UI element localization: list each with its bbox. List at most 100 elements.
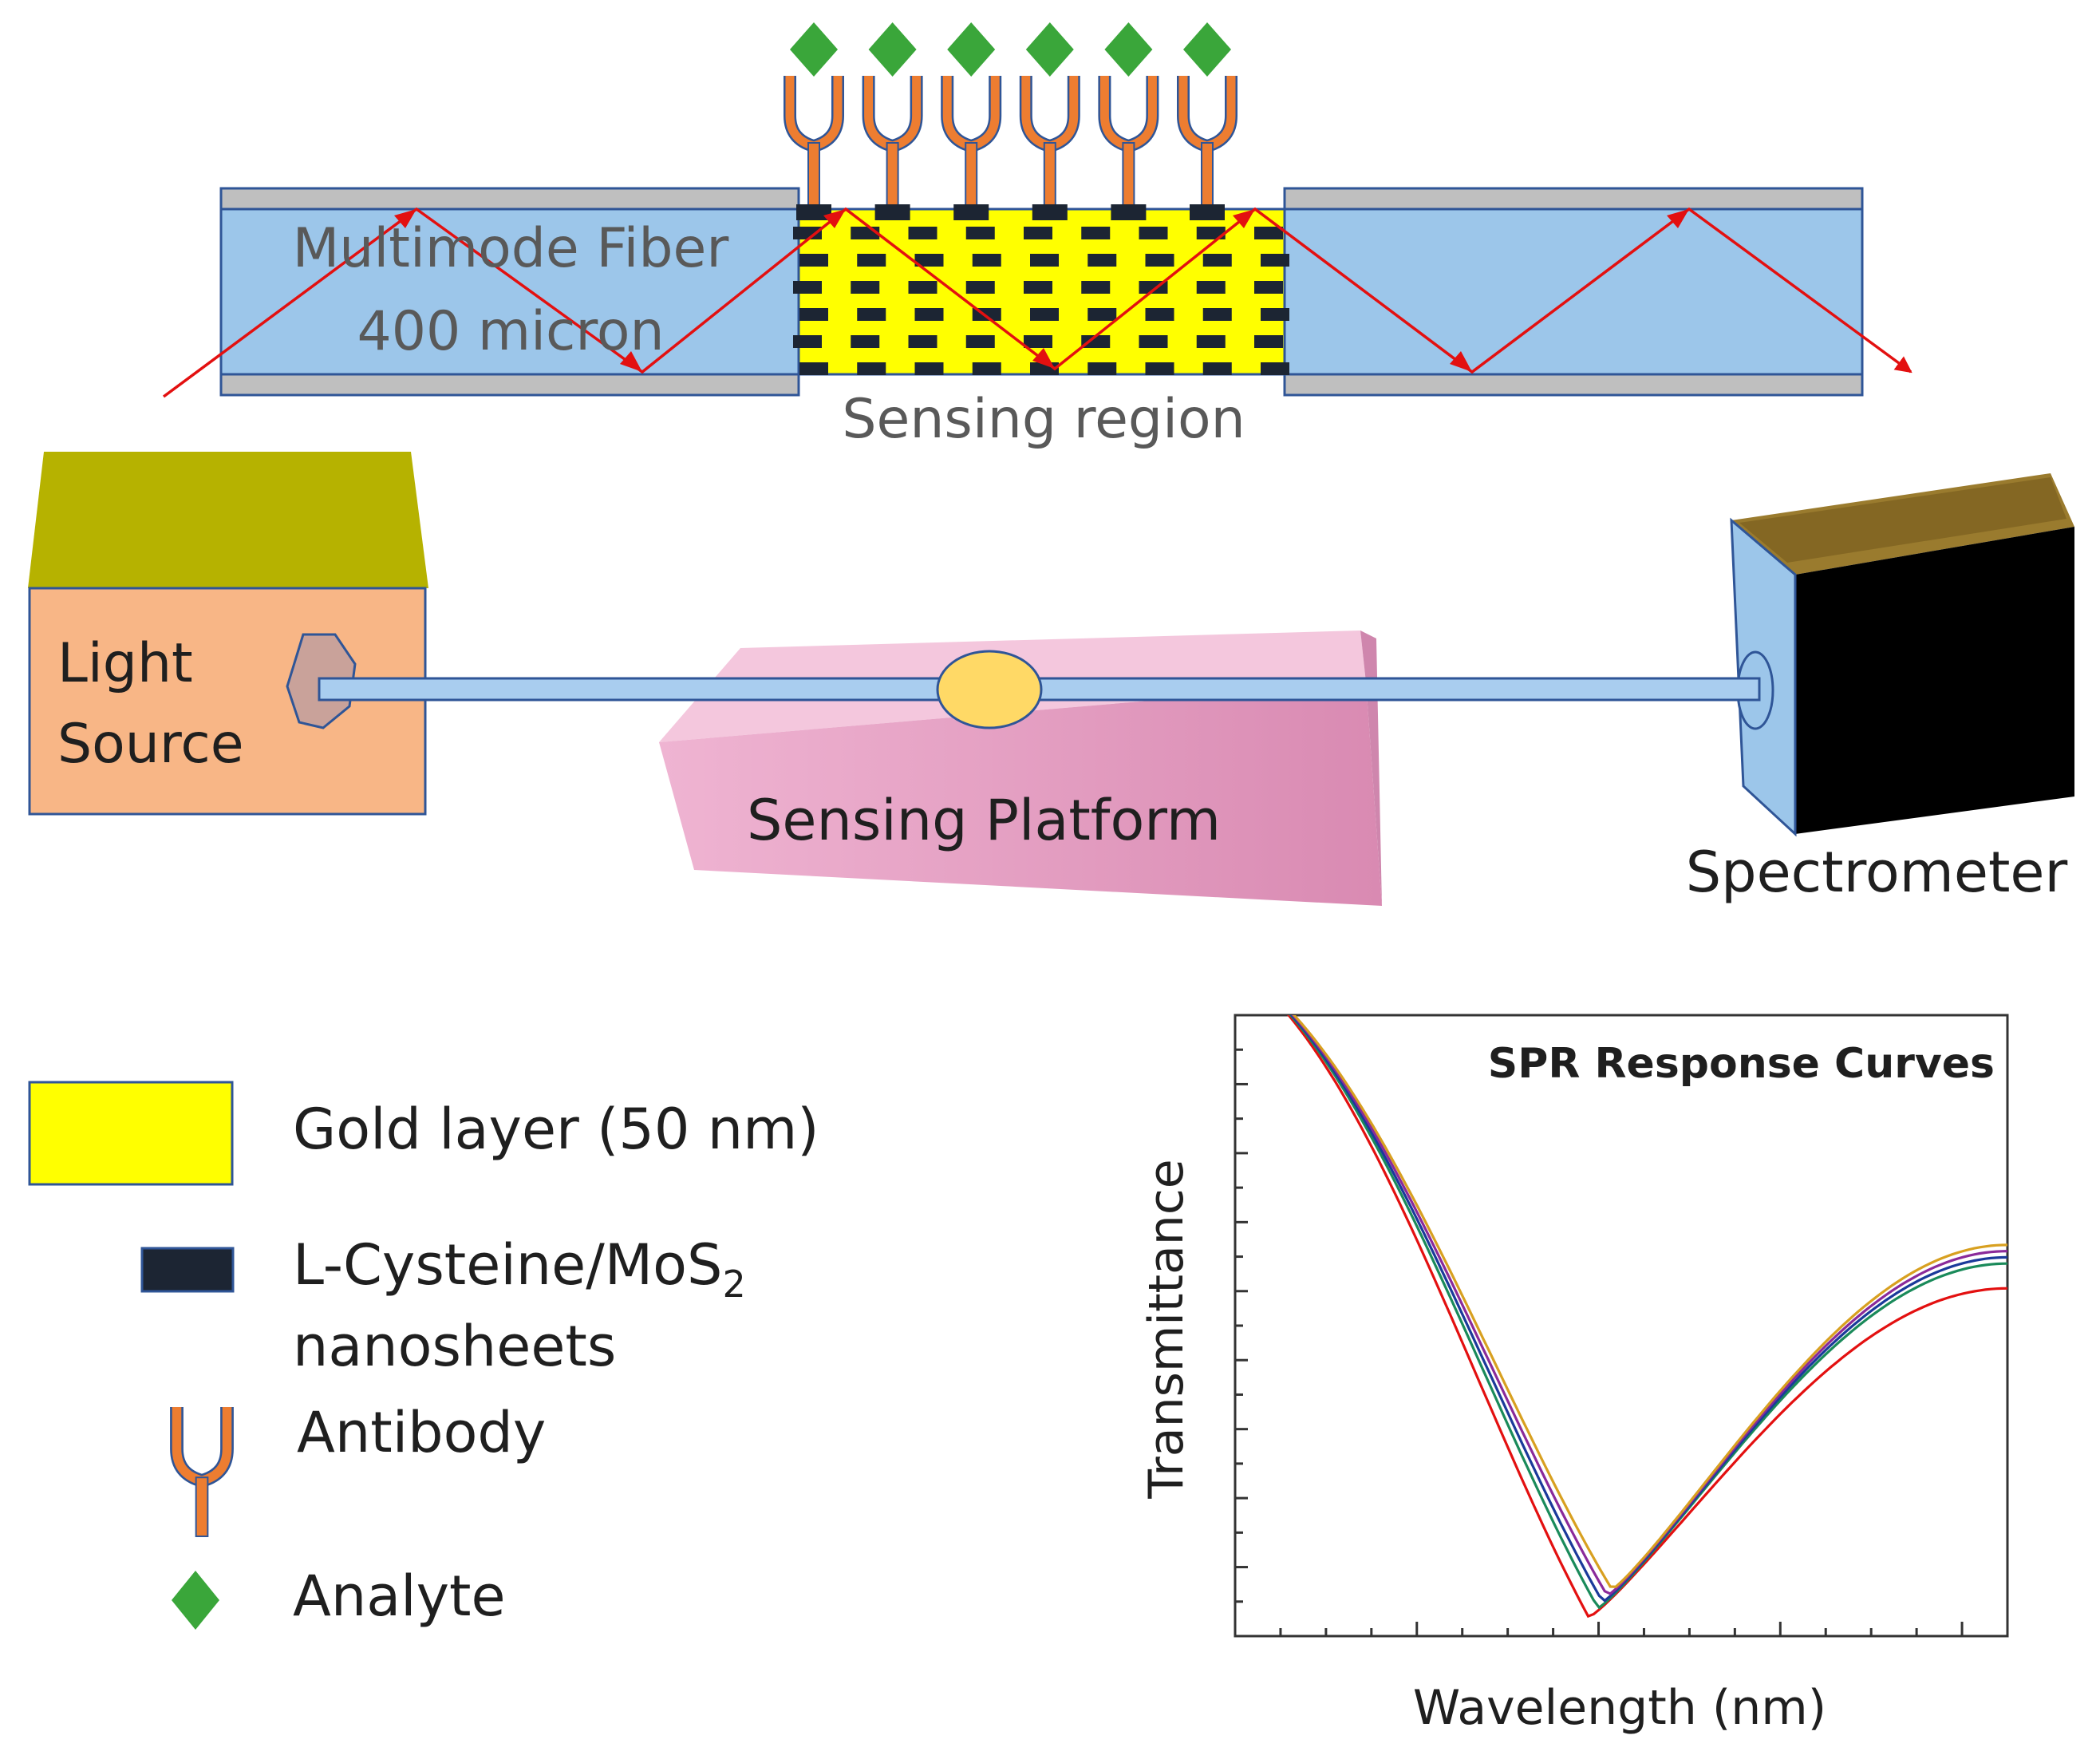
antibody-icon <box>784 76 844 220</box>
antibody-icon <box>1177 76 1238 220</box>
analyte-icon <box>1025 22 1074 77</box>
nanosheet <box>857 254 886 267</box>
analyte-icon <box>1183 22 1231 77</box>
nanosheet <box>1202 362 1232 375</box>
nanosheet <box>1088 362 1117 375</box>
right-fiber-segment <box>1283 187 1864 397</box>
light-source: Light Source <box>28 452 428 816</box>
analyte-icon <box>1104 22 1153 77</box>
antibody-icon <box>1019 76 1080 220</box>
legend-nanosheet-label-line2: nanosheets <box>293 1314 616 1379</box>
nanosheet <box>1190 204 1225 220</box>
series-line <box>1291 1015 2007 1595</box>
nanosheet <box>965 335 995 348</box>
nanosheet <box>1202 254 1232 267</box>
nanosheet <box>799 308 828 321</box>
nanosheet <box>1030 254 1059 267</box>
left-fiber-segment <box>219 187 800 397</box>
nanosheet <box>908 281 938 294</box>
antibody-icon <box>1098 76 1159 220</box>
chart-ticks <box>1234 1014 2009 1638</box>
nanosheet <box>1261 308 1289 321</box>
nanosheet <box>1196 335 1226 348</box>
nanosheet <box>796 204 831 220</box>
chart-title: SPR Response Curves <box>1488 1040 1995 1088</box>
analyte-icon <box>947 22 996 77</box>
legend-analyte-icon <box>172 1571 219 1630</box>
nanosheet <box>1030 308 1059 321</box>
legend-antibody-label: Antibody <box>297 1400 546 1465</box>
nanosheet <box>1261 254 1289 267</box>
nanosheet <box>908 335 938 348</box>
legend-nanosheet-swatch <box>140 1247 235 1293</box>
nanosheet <box>857 308 886 321</box>
analyte-icon <box>790 22 838 77</box>
sensing-spot <box>936 650 1043 729</box>
nanosheet <box>965 281 995 294</box>
light-source-label-line1: Light <box>57 632 193 695</box>
nanosheet <box>1196 281 1226 294</box>
series-line <box>1292 1015 2007 1588</box>
nanosheet <box>1088 254 1117 267</box>
antibody-icon <box>170 1407 234 1537</box>
nanosheet <box>1196 227 1226 239</box>
nanosheet <box>799 254 828 267</box>
nanosheet <box>1139 335 1168 348</box>
nanosheet <box>1145 362 1174 375</box>
nanosheet <box>1024 335 1052 348</box>
analyte-icon <box>868 22 917 77</box>
nanosheet <box>1145 254 1174 267</box>
nanosheet <box>799 362 828 375</box>
sensing-platform: Sensing Platform <box>659 630 1382 906</box>
nanosheet-grid <box>793 227 1289 375</box>
nanosheet <box>851 335 880 348</box>
nanosheet <box>914 254 944 267</box>
light-source-label-line2: Source <box>57 713 244 776</box>
nanosheet <box>908 227 938 239</box>
legend-gold-label: Gold layer (50 nm) <box>293 1097 819 1162</box>
nanosheet <box>793 335 822 348</box>
chart-series <box>1286 1015 2007 1619</box>
nanosheet <box>914 308 944 321</box>
nanosheet <box>1088 308 1117 321</box>
nanosheet <box>793 281 822 294</box>
nanosheet <box>1254 281 1283 294</box>
legend-nanosheet-label-line1: L-Cysteine/MoS2 <box>293 1232 746 1305</box>
legend: Gold layer (50 nm) L-Cysteine/MoS2 nanos… <box>28 1081 819 1630</box>
nanosheet <box>874 204 910 220</box>
nanosheet <box>1032 204 1068 220</box>
nanosheet <box>972 254 1001 267</box>
fiber-title-line1: Multimode Fiber <box>293 217 729 280</box>
antibody-row <box>784 22 1238 220</box>
nanosheet <box>857 362 886 375</box>
fiber-diagram: Multimode Fiber 400 micron Sensing regio… <box>162 22 1912 451</box>
antibody-icon <box>941 76 1002 220</box>
spr-chart: SPR Response Curves Wavelength (nm) Tran… <box>1139 1014 2009 1736</box>
nanosheet <box>851 281 880 294</box>
nanosheet <box>1261 362 1289 375</box>
legend-antibody-icon <box>170 1407 234 1537</box>
chart-xlabel: Wavelength (nm) <box>1413 1680 1826 1736</box>
setup: Light Source Sensing Platform Spectromet… <box>28 452 2074 906</box>
sensing-region-label: Sensing region <box>842 388 1245 451</box>
nanosheet <box>914 362 944 375</box>
nanosheet <box>1202 308 1232 321</box>
nanosheet <box>1139 227 1168 239</box>
nanosheet <box>793 227 822 239</box>
nanosheet <box>1024 281 1052 294</box>
nanosheet <box>1081 281 1111 294</box>
nanosheet <box>1081 227 1111 239</box>
legend-analyte-label: Analyte <box>293 1563 506 1629</box>
nanosheet <box>972 362 1001 375</box>
nanosheet <box>1024 227 1052 239</box>
fiber-title-line2: 400 micron <box>357 300 664 363</box>
nanosheet <box>1111 204 1147 220</box>
nanosheet <box>965 227 995 239</box>
nanosheet <box>1254 335 1283 348</box>
spectrometer-label: Spectrometer <box>1686 840 2068 905</box>
antibody-icon <box>862 76 923 220</box>
sensing-platform-label: Sensing Platform <box>747 788 1221 853</box>
nanosheet <box>1254 227 1283 239</box>
ray-arrowheads <box>394 209 1689 372</box>
